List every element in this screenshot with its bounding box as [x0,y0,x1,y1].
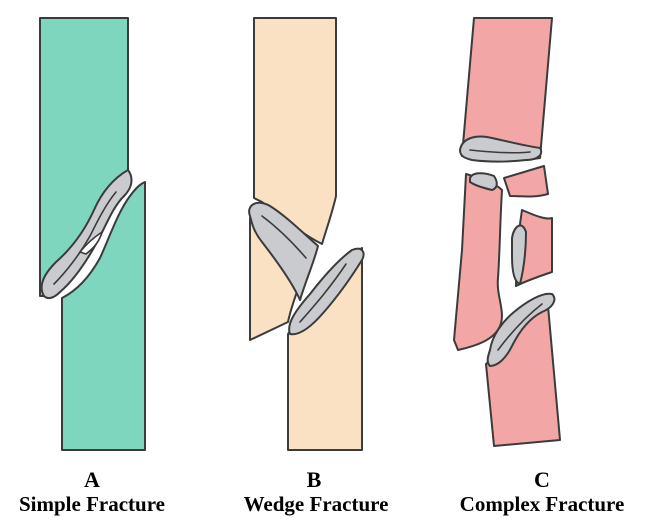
panel-c-letter: C [512,467,572,493]
panel-c-name: Complex Fracture [440,492,644,517]
simple-fracture-illustration [40,18,145,450]
wedge-fracture-illustration [249,18,363,450]
panel-b-name: Wedge Fracture [224,492,408,517]
panel-a-letter: A [62,467,122,493]
panel-a-name: Simple Fracture [0,492,184,517]
complex-mid-left-fragment [454,174,502,350]
complex-fracture-illustration [454,18,560,446]
panel-b-letter: B [284,467,344,493]
complex-mid-right-fragment-1 [504,166,548,197]
